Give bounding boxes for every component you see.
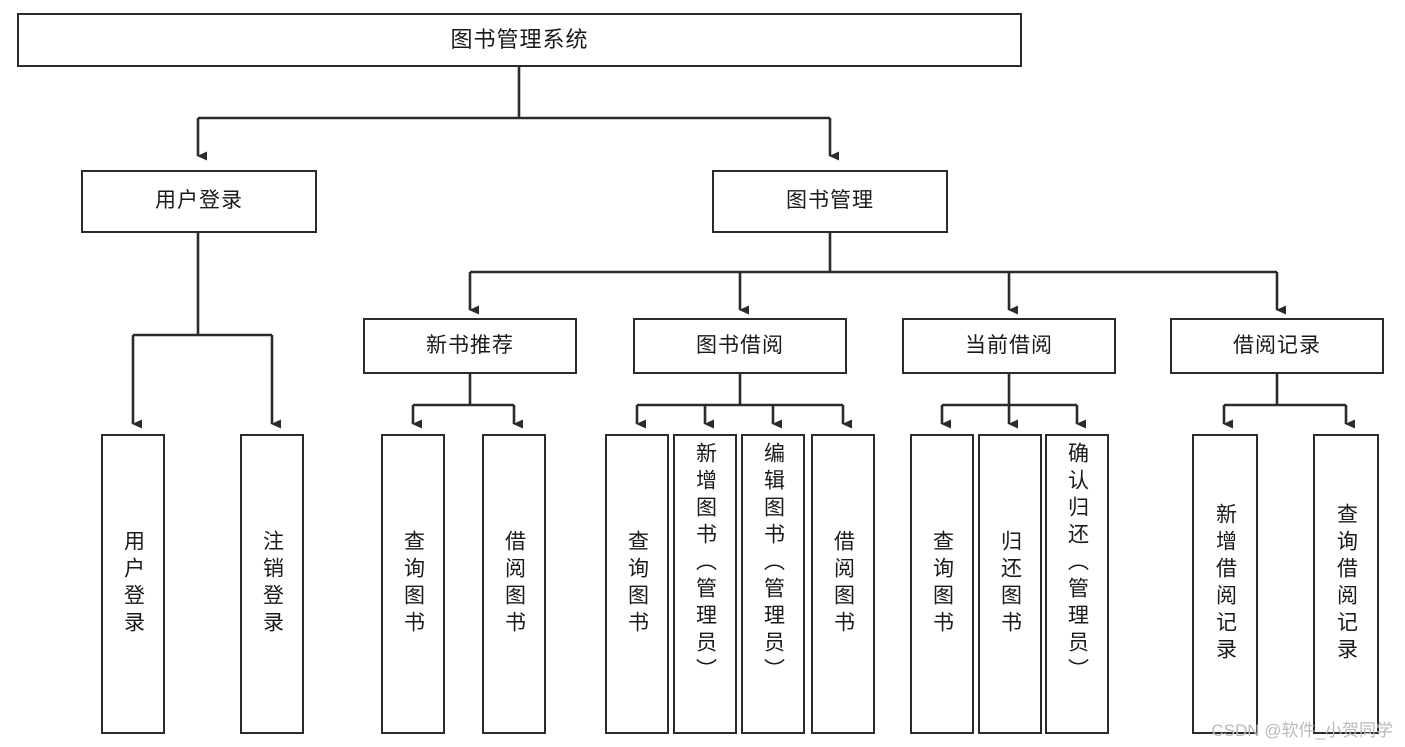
leaf-add-record[interactable]: 新增借阅记录 [1192,434,1258,734]
leaf-query-book-3[interactable]: 查询图书 [910,434,974,734]
leaf-query-book-1-label: 查询图书 [401,530,425,638]
node-current-borrow[interactable]: 当前借阅 [902,318,1116,374]
node-borrow-record[interactable]: 借阅记录 [1170,318,1384,374]
node-user-login-label: 用户登录 [155,189,243,213]
leaf-confirm-return[interactable]: 确认归还（管理员） [1045,434,1109,734]
node-book-borrow[interactable]: 图书借阅 [633,318,847,374]
leaf-query-book-2-label: 查询图书 [625,530,649,638]
leaf-add-book[interactable]: 新增图书（管理员） [673,434,737,734]
node-current-borrow-label: 当前借阅 [965,333,1053,357]
leaf-confirm-return-label: 确认归还（管理员） [1065,442,1089,685]
node-book-manage[interactable]: 图书管理 [712,170,948,233]
leaf-borrow-book-2-label: 借阅图书 [831,530,855,638]
node-root-label: 图书管理系统 [450,27,589,53]
leaf-user-login-label: 用户登录 [121,530,145,638]
leaf-query-book-2[interactable]: 查询图书 [605,434,669,734]
leaf-query-record[interactable]: 查询借阅记录 [1313,434,1379,734]
node-new-book-recommend-label: 新书推荐 [426,333,514,357]
leaf-user-login[interactable]: 用户登录 [101,434,165,734]
leaf-borrow-book-1-label: 借阅图书 [502,530,526,638]
leaf-query-record-label: 查询借阅记录 [1334,503,1358,665]
node-book-manage-label: 图书管理 [786,189,874,213]
leaf-add-book-label: 新增图书（管理员） [693,442,717,685]
leaf-return-book[interactable]: 归还图书 [978,434,1042,734]
node-user-login[interactable]: 用户登录 [81,170,317,233]
leaf-logout[interactable]: 注销登录 [240,434,304,734]
leaf-edit-book[interactable]: 编辑图书（管理员） [741,434,805,734]
node-new-book-recommend[interactable]: 新书推荐 [363,318,577,374]
leaf-return-book-label: 归还图书 [998,530,1022,638]
leaf-edit-book-label: 编辑图书（管理员） [761,442,785,685]
node-book-borrow-label: 图书借阅 [696,333,784,357]
leaf-query-book-3-label: 查询图书 [930,530,954,638]
leaf-add-record-label: 新增借阅记录 [1213,503,1237,665]
leaf-borrow-book-2[interactable]: 借阅图书 [811,434,875,734]
node-root[interactable]: 图书管理系统 [17,13,1022,67]
node-borrow-record-label: 借阅记录 [1233,333,1321,357]
leaf-query-book-1[interactable]: 查询图书 [381,434,445,734]
leaf-borrow-book-1[interactable]: 借阅图书 [482,434,546,734]
leaf-logout-label: 注销登录 [260,530,284,638]
